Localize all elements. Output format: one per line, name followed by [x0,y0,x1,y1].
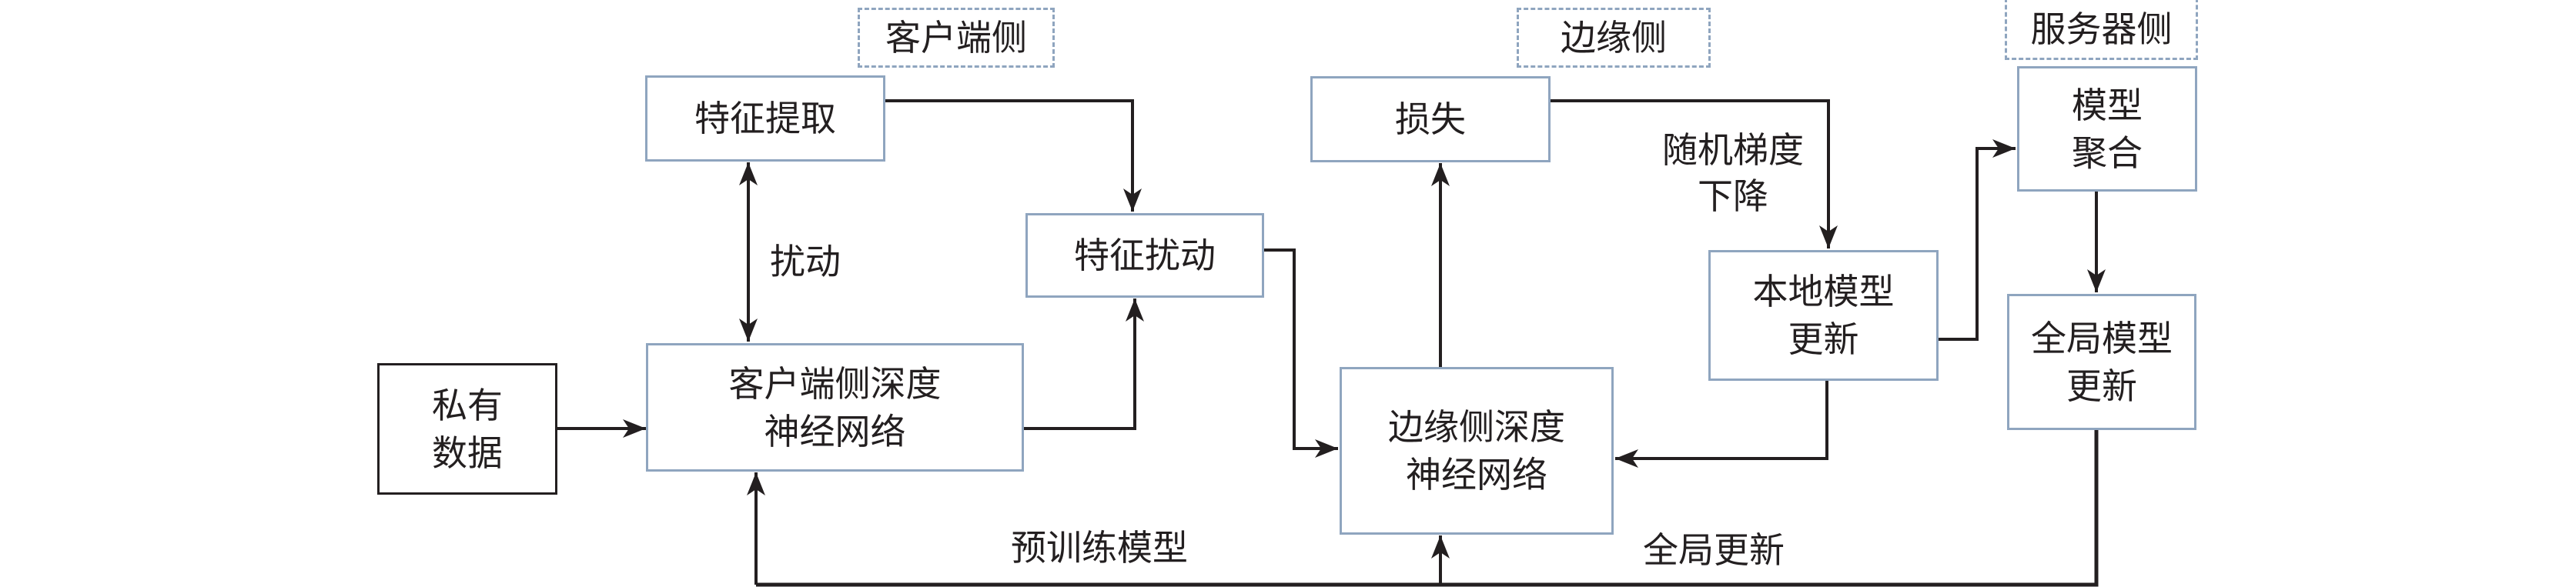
node-global-model-update: 全局模型 更新 [2007,294,2196,430]
arrow-local-update-to-aggregation [1939,139,2016,341]
zone-client-side: 客户端侧 [858,8,1055,68]
node-global-model-update-label: 全局模型 更新 [2031,317,2173,407]
node-client-dnn-label: 客户端侧深度 神经网络 [728,362,942,452]
node-model-aggregation: 模型 聚合 [2017,66,2197,192]
node-feature-extraction: 特征提取 [645,75,885,162]
zone-client-side-label: 客户端侧 [885,17,1027,58]
node-feature-perturbation-label: 特征扰动 [1074,235,1216,276]
node-private-data-label: 私有 数据 [432,384,503,474]
node-edge-dnn-label: 边缘侧深度 神经网络 [1388,406,1565,495]
zone-edge-side: 边缘侧 [1517,8,1711,68]
node-local-model-update: 本地模型 更新 [1708,250,1939,381]
node-private-data: 私有 数据 [377,363,557,495]
edge-label-sgd: 随机梯度 下降 [1662,129,1804,217]
node-edge-dnn: 边缘侧深度 神经网络 [1340,367,1614,535]
arrow-local-update-to-edge-dnn [1615,380,1828,468]
zone-server-side: 服务器侧 [2005,0,2198,60]
node-feature-perturbation: 特征扰动 [1025,213,1264,298]
node-loss-label: 损失 [1395,98,1466,140]
edge-label-perturbation: 扰动 [770,241,841,282]
node-client-dnn: 客户端侧深度 神经网络 [646,343,1024,472]
node-model-aggregation-label: 模型 聚合 [2072,84,2143,174]
node-local-model-update-label: 本地模型 更新 [1752,271,1895,360]
edge-label-global-update: 全局更新 [1643,529,1785,571]
arrow-feature-extraction-to-perturbation [885,99,1142,212]
zone-edge-side-label: 边缘侧 [1561,17,1667,58]
arrow-client-dnn-to-perturbation [1024,299,1144,430]
zone-server-side-label: 服务器侧 [2030,8,2173,50]
node-loss: 损失 [1310,76,1551,162]
line-global-update-feedback [756,429,2099,587]
node-feature-extraction-label: 特征提取 [694,98,836,139]
edge-label-pretrained-model: 预训练模型 [1011,527,1188,569]
arrow-perturbation-to-edge-dnn [1264,248,1338,458]
arrow-loss-to-local-update [1551,99,1838,248]
